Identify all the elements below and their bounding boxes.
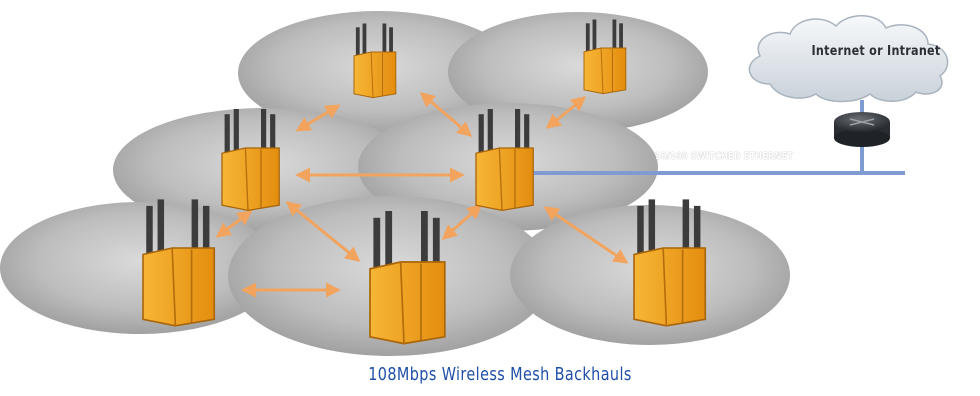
wireless-links (215, 92, 629, 298)
mesh-link-arrow (543, 206, 629, 264)
router-icon (834, 112, 890, 147)
coverage-area (448, 12, 708, 132)
mesh-link-arrow (441, 204, 483, 240)
mesh-link-arrow (215, 210, 253, 238)
diagram-caption: 108Mbps Wireless Mesh Backhauls (368, 364, 632, 385)
mesh-link-arrow (545, 96, 587, 129)
cloud-icon (748, 15, 949, 103)
mesh-link-arrow (285, 201, 361, 262)
mesh-link-arrow (419, 92, 473, 137)
mesh-link-arrow (295, 104, 341, 132)
ethernet-label: 10/100 SWITCHED ETHERNET (655, 151, 794, 162)
cloud-label: Internet or Intranet (811, 44, 941, 59)
